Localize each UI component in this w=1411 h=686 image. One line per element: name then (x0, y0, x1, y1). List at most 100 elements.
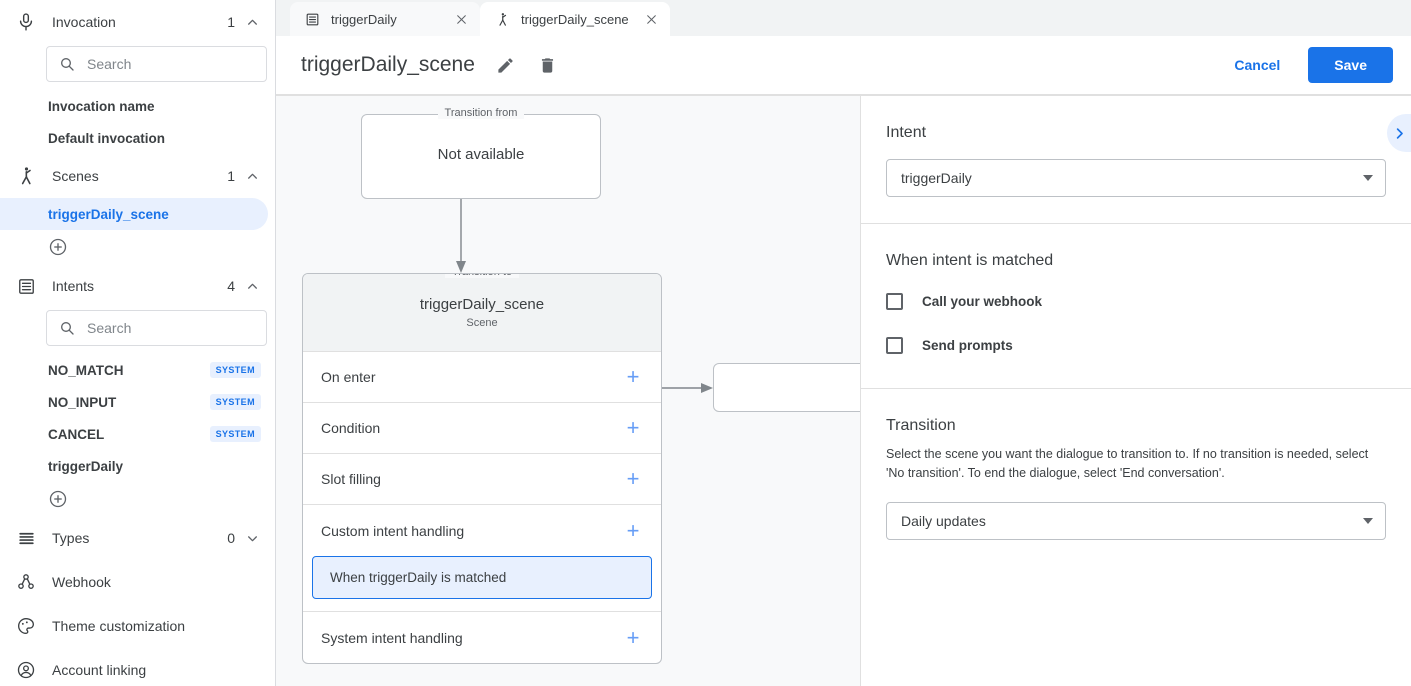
sidebar-item-triggerdaily-scene[interactable]: triggerDaily_scene (0, 198, 268, 230)
when-intent-matched-section: When intent is matched Call your webhook… (861, 224, 1411, 389)
sidebar-section-count: 1 (227, 168, 235, 184)
scene-card-title: triggerDaily_scene (419, 296, 545, 313)
target-scene-node[interactable]: Tr Dail (713, 363, 860, 412)
tab-triggerdaily-scene[interactable]: triggerDaily_scene (480, 2, 670, 36)
intents-search-box[interactable] (46, 310, 267, 346)
intent-select[interactable]: triggerDaily (886, 159, 1386, 197)
add-circle-icon (48, 489, 68, 509)
scene-row-on-enter[interactable]: On enter + (303, 352, 661, 403)
sidebar-item-label: triggerDaily_scene (48, 206, 169, 222)
scene-row-label: Custom intent handling (321, 522, 465, 539)
close-icon[interactable] (452, 10, 470, 28)
tab-label: triggerDaily_scene (521, 11, 629, 27)
sidebar-section-label: Scenes (52, 168, 99, 184)
scene-card-subtitle: Scene (466, 317, 498, 329)
invocation-search-box[interactable] (46, 46, 267, 82)
intent-select-value: triggerDaily (901, 170, 972, 186)
checkbox-call-your-webhook[interactable] (886, 292, 903, 310)
scene-icon (494, 11, 510, 27)
chevron-down-icon (1363, 175, 1373, 181)
scene-section-custom-intent-handling: Custom intent handling + When triggerDai… (303, 505, 661, 612)
sidebar-item-label: Default invocation (48, 130, 166, 146)
pencil-icon[interactable] (495, 54, 517, 76)
tab-triggerdaily[interactable]: triggerDaily (290, 2, 480, 36)
transition-section: Transition Select the scene you want the… (861, 389, 1411, 566)
sidebar-item-account-linking[interactable]: Account linking (0, 648, 275, 686)
add-system-intent-handling-button[interactable]: + (626, 624, 640, 650)
checkbox-label: Send prompts (922, 337, 1013, 353)
add-on-enter-button[interactable]: + (626, 364, 640, 389)
trash-icon[interactable] (537, 54, 559, 76)
sidebar-item-invocation-name[interactable]: Invocation name (0, 90, 275, 122)
page-title: triggerDaily_scene (301, 53, 475, 76)
account-circle-icon (14, 658, 38, 682)
tab-strip: triggerDaily triggerDaily_scene (276, 0, 1411, 36)
sidebar-section-types[interactable]: Types 0 (0, 516, 275, 560)
intents-list-icon (14, 274, 38, 298)
left-sidebar: Invocation 1 Invocation name Default inv… (0, 0, 276, 686)
sidebar-item-no-input[interactable]: NO_INPUT SYSTEM (0, 386, 275, 418)
when-intent-matched-title: When intent is matched (886, 252, 1054, 269)
sidebar-item-no-match[interactable]: NO_MATCH SYSTEM (0, 354, 275, 386)
palette-icon (14, 614, 38, 638)
scene-row-condition[interactable]: Condition + (303, 403, 661, 454)
status-badge: SYSTEM (209, 362, 261, 378)
sidebar-section-label: Intents (52, 278, 95, 294)
intent-section: Intent triggerDaily (861, 96, 1411, 224)
scene-row-label: System intent handling (321, 629, 463, 646)
chevron-right-icon[interactable] (1387, 114, 1411, 152)
scene-row-label: Slot filling (321, 471, 381, 487)
save-button[interactable]: Save (1308, 47, 1393, 83)
scene-row-slot-filling[interactable]: Slot filling + (303, 454, 661, 505)
transition-select-value: Daily updates (901, 512, 986, 529)
add-condition-button[interactable]: + (626, 415, 640, 440)
sidebar-section-invocation[interactable]: Invocation 1 (0, 0, 275, 44)
intent-section-title: Intent (886, 124, 927, 141)
add-custom-intent-handling-button[interactable]: + (626, 517, 640, 543)
intents-search-input[interactable] (87, 320, 254, 336)
sidebar-section-label: Types (52, 530, 90, 546)
sidebar-section-intents[interactable]: Intents 4 (0, 264, 275, 308)
sidebar-item-label: Theme customization (52, 618, 186, 634)
transition-from-node[interactable]: Transition from Not available (361, 107, 601, 199)
transition-select[interactable]: Daily updates (886, 501, 1386, 540)
transition-from-value: Not available (437, 146, 525, 163)
sidebar-item-triggerdaily[interactable]: triggerDaily (0, 450, 275, 482)
handler-list: When triggerDaily is matched (303, 556, 661, 611)
search-icon (59, 56, 75, 72)
sidebar-section-label: Invocation (52, 14, 116, 30)
checkbox-send-prompts[interactable] (886, 336, 903, 354)
sidebar-item-cancel[interactable]: CANCEL SYSTEM (0, 418, 275, 450)
scene-card[interactable]: Transition to triggerDaily_scene Scene O… (302, 273, 662, 664)
checkbox-row-call-your-webhook[interactable]: Call your webhook (886, 284, 1386, 318)
cancel-button[interactable]: Cancel (1222, 48, 1292, 82)
webhook-icon (14, 570, 38, 594)
close-icon[interactable] (642, 10, 660, 28)
tab-label: triggerDaily (331, 11, 397, 27)
sidebar-item-label: CANCEL (48, 426, 105, 442)
types-lines-icon (14, 526, 38, 550)
scene-row-custom-intent-handling[interactable]: Custom intent handling + (303, 505, 661, 556)
handler-chip-triggerdaily[interactable]: When triggerDaily is matched (312, 556, 652, 599)
sidebar-item-webhook[interactable]: Webhook (0, 560, 275, 604)
connector-from-to-scene (456, 195, 466, 273)
target-node-value: Dail (714, 379, 860, 396)
add-scene-button[interactable] (0, 230, 275, 264)
sidebar-item-default-invocation[interactable]: Default invocation (0, 122, 275, 154)
chevron-down-icon (245, 531, 259, 545)
sidebar-section-scenes[interactable]: Scenes 1 (0, 154, 275, 198)
sidebar-item-theme-customization[interactable]: Theme customization (0, 604, 275, 648)
checkbox-row-send-prompts[interactable]: Send prompts (886, 328, 1386, 362)
invocation-search-input[interactable] (87, 56, 254, 72)
page-header: triggerDaily_scene Cancel Save (276, 36, 1411, 95)
status-badge: SYSTEM (209, 426, 261, 442)
scene-graph-canvas[interactable]: Transition from Not available Tr Dail Tr… (276, 95, 860, 686)
sidebar-item-label: Webhook (52, 574, 111, 590)
checkbox-label: Call your webhook (922, 293, 1043, 309)
add-intent-button[interactable] (0, 482, 275, 516)
sidebar-section-count: 0 (227, 530, 235, 546)
add-slot-filling-button[interactable]: + (626, 466, 640, 491)
scene-row-label: Condition (321, 420, 381, 436)
scene-row-system-intent-handling[interactable]: System intent handling + (303, 612, 661, 663)
